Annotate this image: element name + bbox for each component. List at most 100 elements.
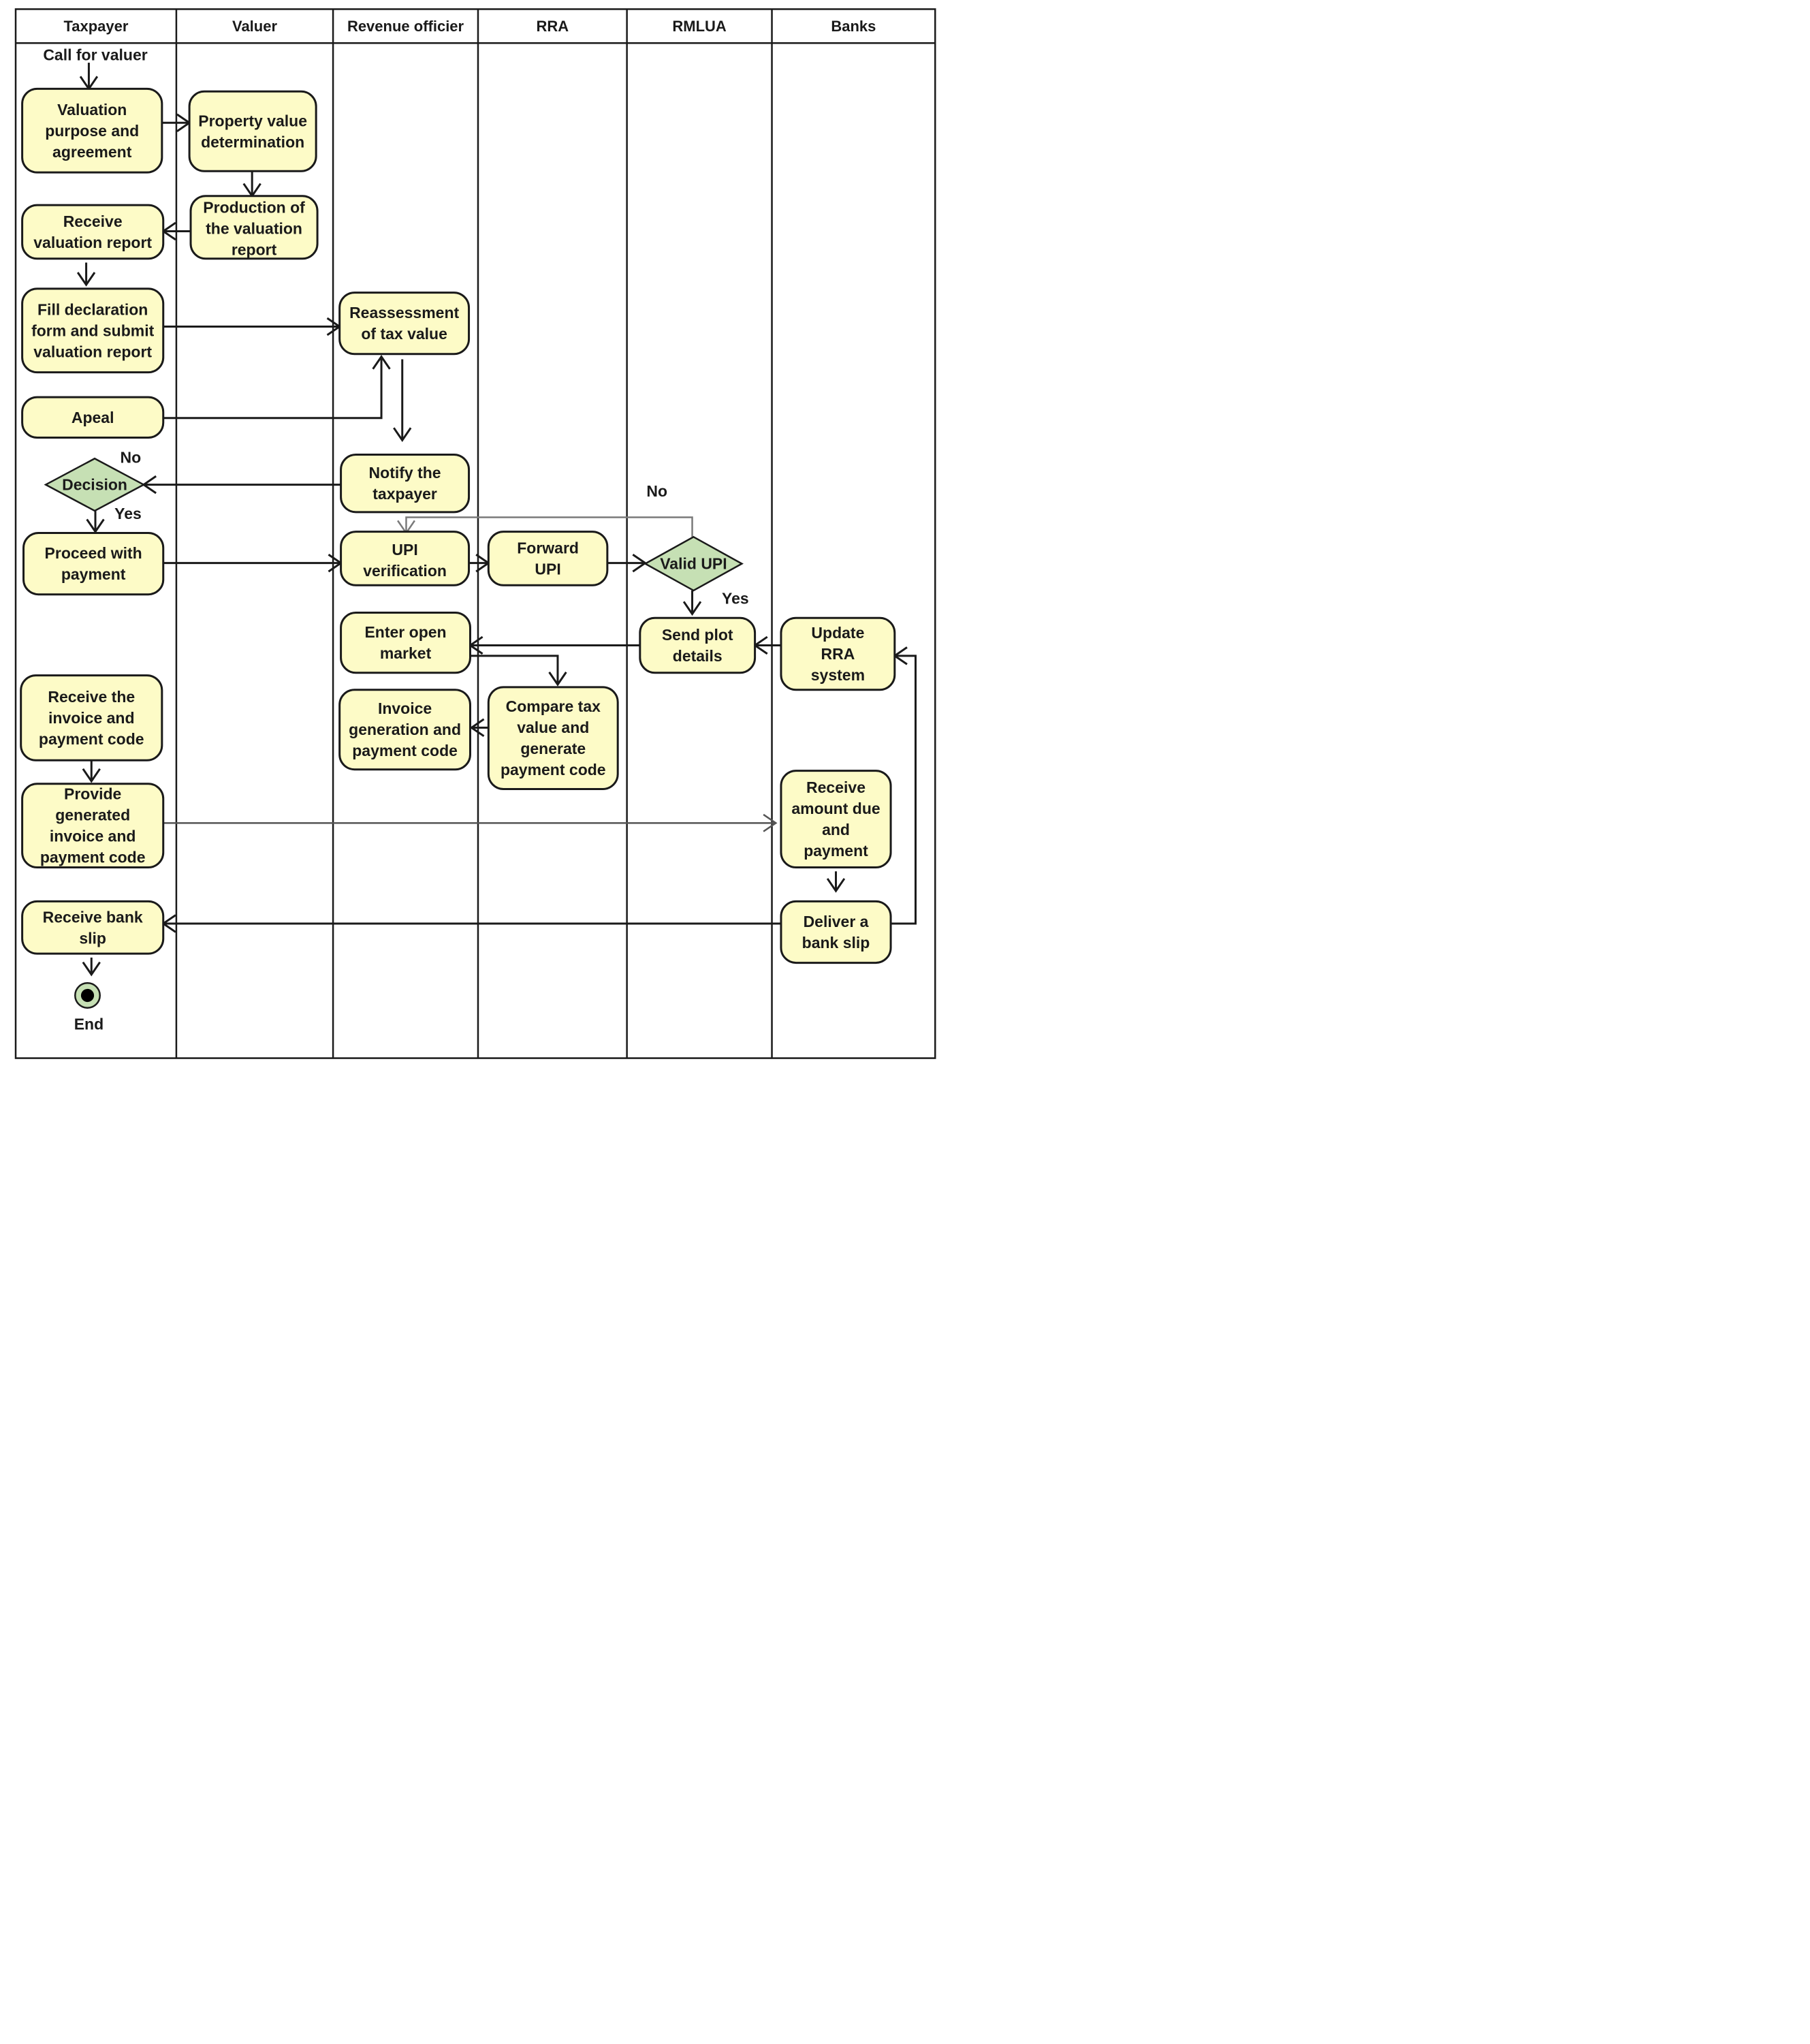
label-no: No xyxy=(646,482,667,500)
activity-box xyxy=(21,87,163,174)
lane-header-rra: RRA xyxy=(536,18,569,35)
node-text-line: payment code xyxy=(40,849,146,866)
node-text-line: UPI xyxy=(535,560,560,578)
edge-provide-to-bank xyxy=(163,813,778,832)
node-text-line: amount due xyxy=(791,800,880,817)
decision-diamond xyxy=(44,457,146,512)
activity-box xyxy=(188,90,317,172)
node-text-line: Update xyxy=(811,624,864,642)
node-text-line: generate xyxy=(520,740,586,757)
label-yes: Yes xyxy=(114,505,142,522)
node-text-line: form and submit xyxy=(31,321,155,339)
node-text-line: determination xyxy=(201,133,304,151)
lane-header-revenue-officier: Revenue officier xyxy=(347,18,464,35)
activity-box xyxy=(21,204,165,260)
node-text-line: Forward xyxy=(517,539,579,556)
activity-box xyxy=(21,287,165,374)
node-text-line: Compare tax xyxy=(506,697,601,715)
activity-box xyxy=(22,532,165,596)
node-text-line: payment xyxy=(804,842,868,860)
node-text-line: Apeal xyxy=(72,409,114,426)
activity-box xyxy=(780,616,896,691)
node-text-line: Receive the xyxy=(48,688,135,706)
node-text-line: Invoice xyxy=(378,699,432,717)
node-text-line: Receive xyxy=(63,213,123,230)
node-text-line: Property value xyxy=(198,112,307,129)
node-text-line: value and xyxy=(517,719,589,736)
lane-header-valuer: Valuer xyxy=(232,18,277,35)
node-text-line: UPI xyxy=(392,541,417,559)
node-text-line: payment code xyxy=(39,730,144,748)
activity-box xyxy=(20,674,163,761)
node-text-line: payment code xyxy=(352,742,458,759)
node-text-line: payment code xyxy=(501,761,606,779)
edge-property-to-production xyxy=(242,171,261,198)
label-end: End xyxy=(74,1016,104,1033)
lane-header-banks: Banks xyxy=(831,18,876,35)
edge-enter-to-compare xyxy=(470,655,567,687)
node-text-line: generated xyxy=(55,806,130,824)
node-send-plot: Send plot details xyxy=(639,616,757,674)
arrowhead xyxy=(372,354,391,370)
node-text-line: Proceed with xyxy=(45,544,142,562)
activity-box xyxy=(340,531,471,586)
node-text-line: Reassessment xyxy=(349,304,459,321)
node-text-line: invoice and xyxy=(50,828,136,845)
node-text-line: market xyxy=(380,644,432,662)
activity-box xyxy=(340,453,471,514)
end-node xyxy=(74,982,101,1009)
arrowhead xyxy=(76,272,96,287)
node-notify: Notify the taxpayer xyxy=(340,453,471,514)
node-text-line: the valuation xyxy=(206,220,302,238)
label-start: Call for valuer xyxy=(43,46,147,64)
label-yes: Yes xyxy=(722,589,749,607)
node-text-line: Deliver a xyxy=(804,913,869,930)
node-text-line: Decision xyxy=(62,476,127,494)
activity-box xyxy=(780,900,892,964)
node-text-line: Send plot xyxy=(662,626,733,644)
node-decision: Decision xyxy=(44,457,146,512)
node-text-line: valuation report xyxy=(33,234,152,251)
connector-line xyxy=(163,356,383,420)
end-dot xyxy=(80,988,95,1003)
node-text-line: bank slip xyxy=(802,934,870,952)
activity-box xyxy=(338,292,471,356)
node-receive-report: Receive valuation report xyxy=(21,204,165,260)
node-text-line: of tax value xyxy=(361,325,447,343)
arrowhead xyxy=(86,518,105,534)
edge-update-to-send xyxy=(752,635,781,655)
node-text-line: invoice and xyxy=(48,709,135,727)
activity-box xyxy=(780,770,892,869)
edge-decision-to-proceed xyxy=(86,510,105,534)
node-text-line: taxpayer xyxy=(372,485,437,503)
node-apeal: Apeal xyxy=(21,396,165,439)
decision-diamond xyxy=(643,535,744,592)
activity-box xyxy=(340,612,471,674)
node-text-line: purpose and xyxy=(45,122,139,140)
node-text-line: agreement xyxy=(52,143,132,161)
node-text-line: Provide xyxy=(64,785,121,803)
edge-slip-to-end xyxy=(82,957,101,977)
edge-reassessment-to-notify xyxy=(393,359,412,443)
node-text-line: details xyxy=(673,647,723,665)
node-text-line: and xyxy=(822,821,850,838)
edge-deliver-to-update xyxy=(891,646,917,925)
node-text-line: generation and xyxy=(349,721,461,738)
arrowhead xyxy=(393,427,412,443)
node-text-line: Notify the xyxy=(369,464,441,482)
connector-line xyxy=(405,516,693,537)
node-deliver-slip: Deliver a bank slip xyxy=(780,900,892,964)
edge-fill-to-reassessment xyxy=(163,317,342,336)
activity-box xyxy=(338,689,471,771)
edge-proceed-to-upi xyxy=(163,553,343,573)
activity-box xyxy=(21,396,165,439)
node-text-line: Production of xyxy=(203,199,305,217)
